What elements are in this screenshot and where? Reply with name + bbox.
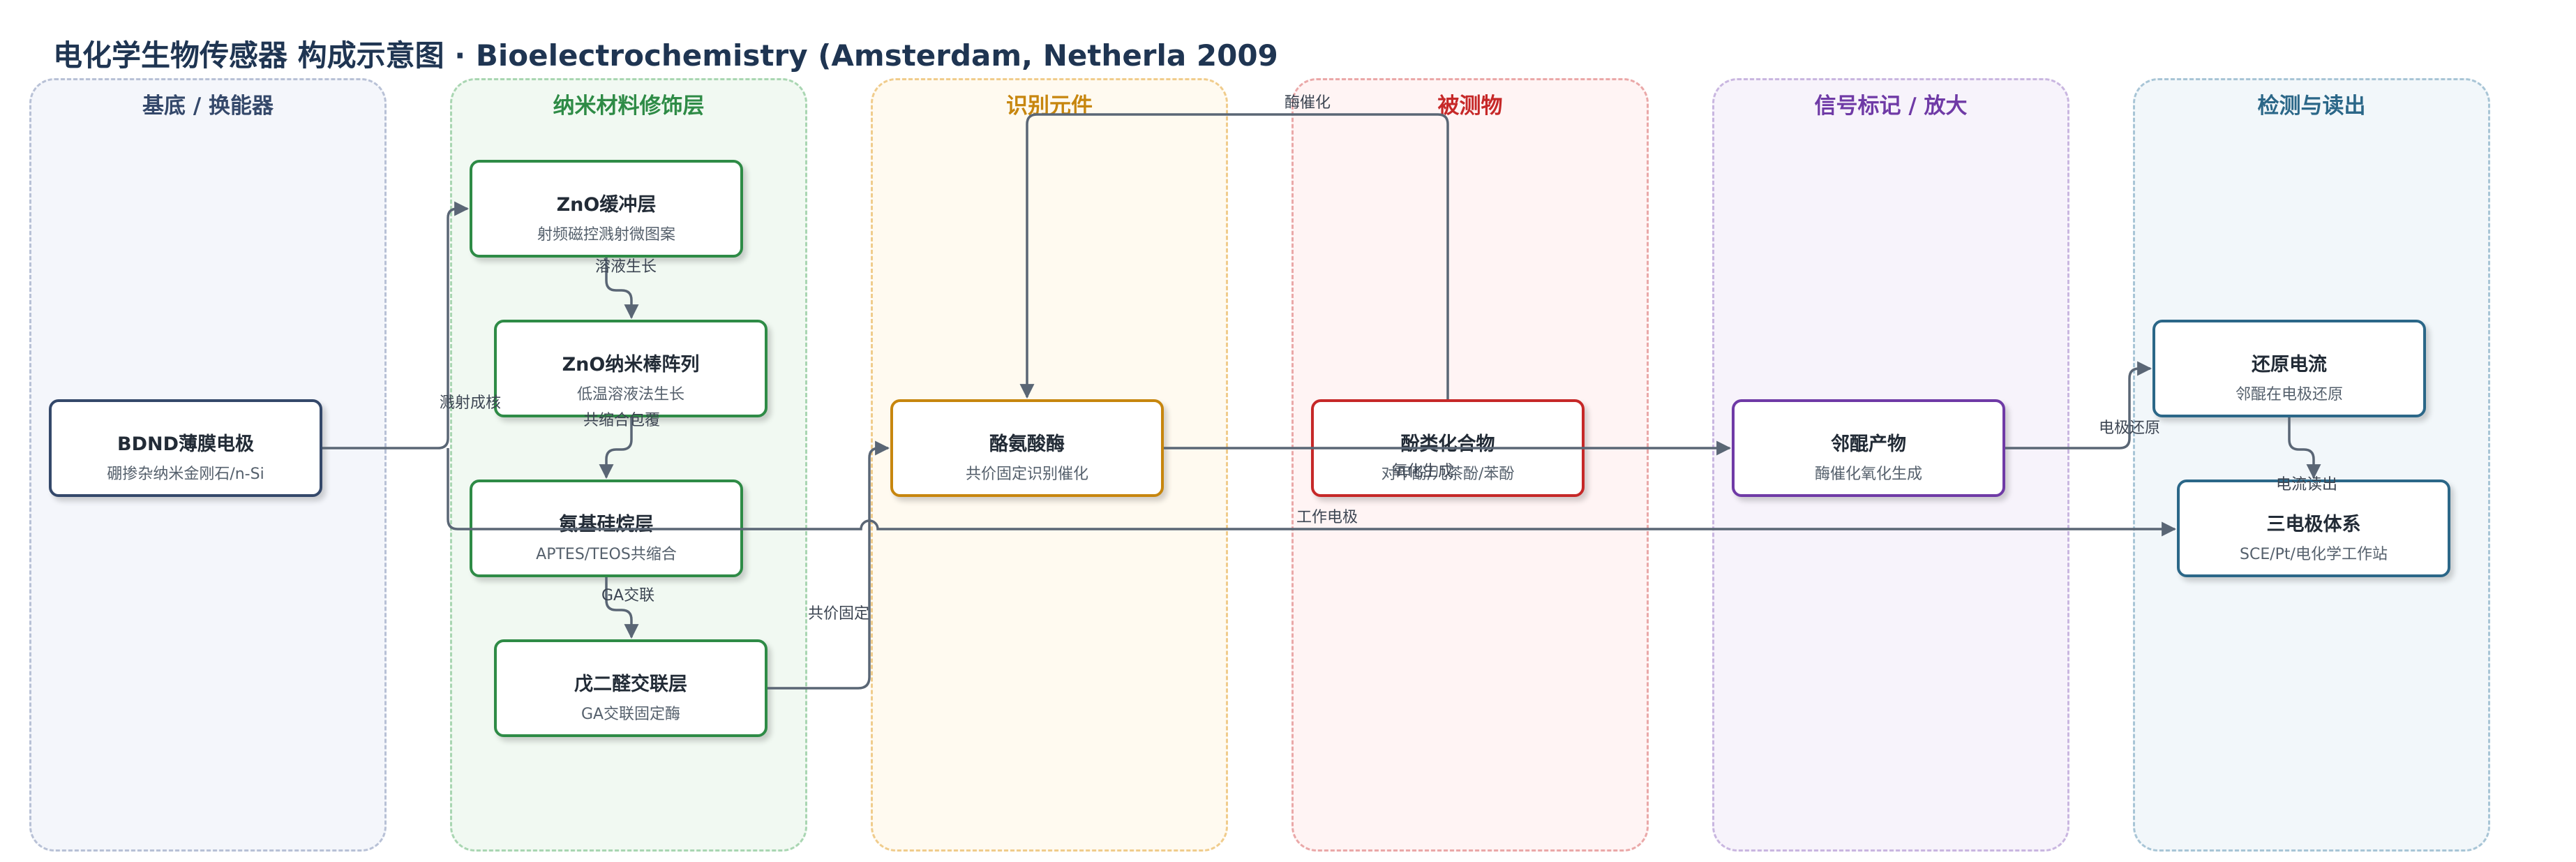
node-tyrosinase: 酪氨酸酶 共价固定识别催化 bbox=[890, 399, 1164, 497]
node-subtitle: 共价固定识别催化 bbox=[965, 466, 1088, 483]
node-title: 三电极体系 bbox=[2266, 514, 2361, 535]
lane-analyte-title: 被测物 bbox=[1437, 94, 1503, 119]
node-zno-nanorod: ZnO纳米棒阵列 低温溶液法生长 bbox=[494, 320, 767, 417]
page-title: 电化学生物传感器 构成示意图 · Bioelectrochemistry (Am… bbox=[53, 38, 1278, 73]
node-zno-buffer: ZnO缓冲层 射频磁控溅射微图案 bbox=[470, 160, 743, 258]
node-phenol: 酚类化合物 对甲酚/儿茶酚/苯酚 bbox=[1311, 399, 1585, 497]
node-subtitle: 射频磁控溅射微图案 bbox=[537, 226, 675, 244]
node-subtitle: 对甲酚/儿茶酚/苯酚 bbox=[1381, 466, 1515, 483]
node-subtitle: 酶催化氧化生成 bbox=[1814, 466, 1922, 483]
node-title: 氨基硅烷层 bbox=[559, 514, 654, 535]
node-title: 酚类化合物 bbox=[1400, 433, 1495, 455]
node-aminosilane: 氨基硅烷层 APTES/TEOS共缩合 bbox=[470, 480, 743, 577]
node-title: 酪氨酸酶 bbox=[989, 433, 1065, 455]
node-title: BDND薄膜电极 bbox=[117, 433, 254, 455]
node-three-electrode: 三电极体系 SCE/Pt/电化学工作站 bbox=[2177, 480, 2450, 577]
node-quinone: 邻醌产物 酶催化氧化生成 bbox=[1732, 399, 2005, 497]
node-subtitle: 硼掺杂纳米金刚石/n-Si bbox=[107, 466, 264, 483]
edge-label-covalent-fix: 共价固定 bbox=[808, 605, 869, 623]
node-glutaraldehyde: 戊二醛交联层 GA交联固定酶 bbox=[494, 639, 767, 737]
node-title: 邻醌产物 bbox=[1831, 433, 1906, 455]
node-bdnd-electrode: BDND薄膜电极 硼掺杂纳米金刚石/n-Si bbox=[49, 399, 322, 497]
node-title: 戊二醛交联层 bbox=[574, 674, 687, 695]
node-reduction-current: 还原电流 邻醌在电极还原 bbox=[2152, 320, 2426, 417]
lane-nanomaterial-title: 纳米材料修饰层 bbox=[553, 94, 705, 119]
node-subtitle: GA交联固定酶 bbox=[581, 706, 681, 723]
lane-recognition-title: 识别元件 bbox=[1006, 94, 1093, 119]
node-subtitle: SCE/Pt/电化学工作站 bbox=[2240, 546, 2388, 563]
lane-substrate-title: 基底 / 换能器 bbox=[142, 94, 274, 119]
node-subtitle: APTES/TEOS共缩合 bbox=[536, 546, 677, 563]
node-title: ZnO纳米棒阵列 bbox=[562, 354, 700, 376]
lane-detection bbox=[2133, 78, 2490, 852]
node-subtitle: 邻醌在电极还原 bbox=[2235, 386, 2343, 403]
lane-signal-title: 信号标记 / 放大 bbox=[1814, 94, 1968, 119]
lane-detection-title: 检测与读出 bbox=[2257, 94, 2366, 119]
node-subtitle: 低温溶液法生长 bbox=[576, 386, 684, 403]
node-title: ZnO缓冲层 bbox=[556, 194, 657, 216]
node-title: 还原电流 bbox=[2252, 354, 2327, 376]
